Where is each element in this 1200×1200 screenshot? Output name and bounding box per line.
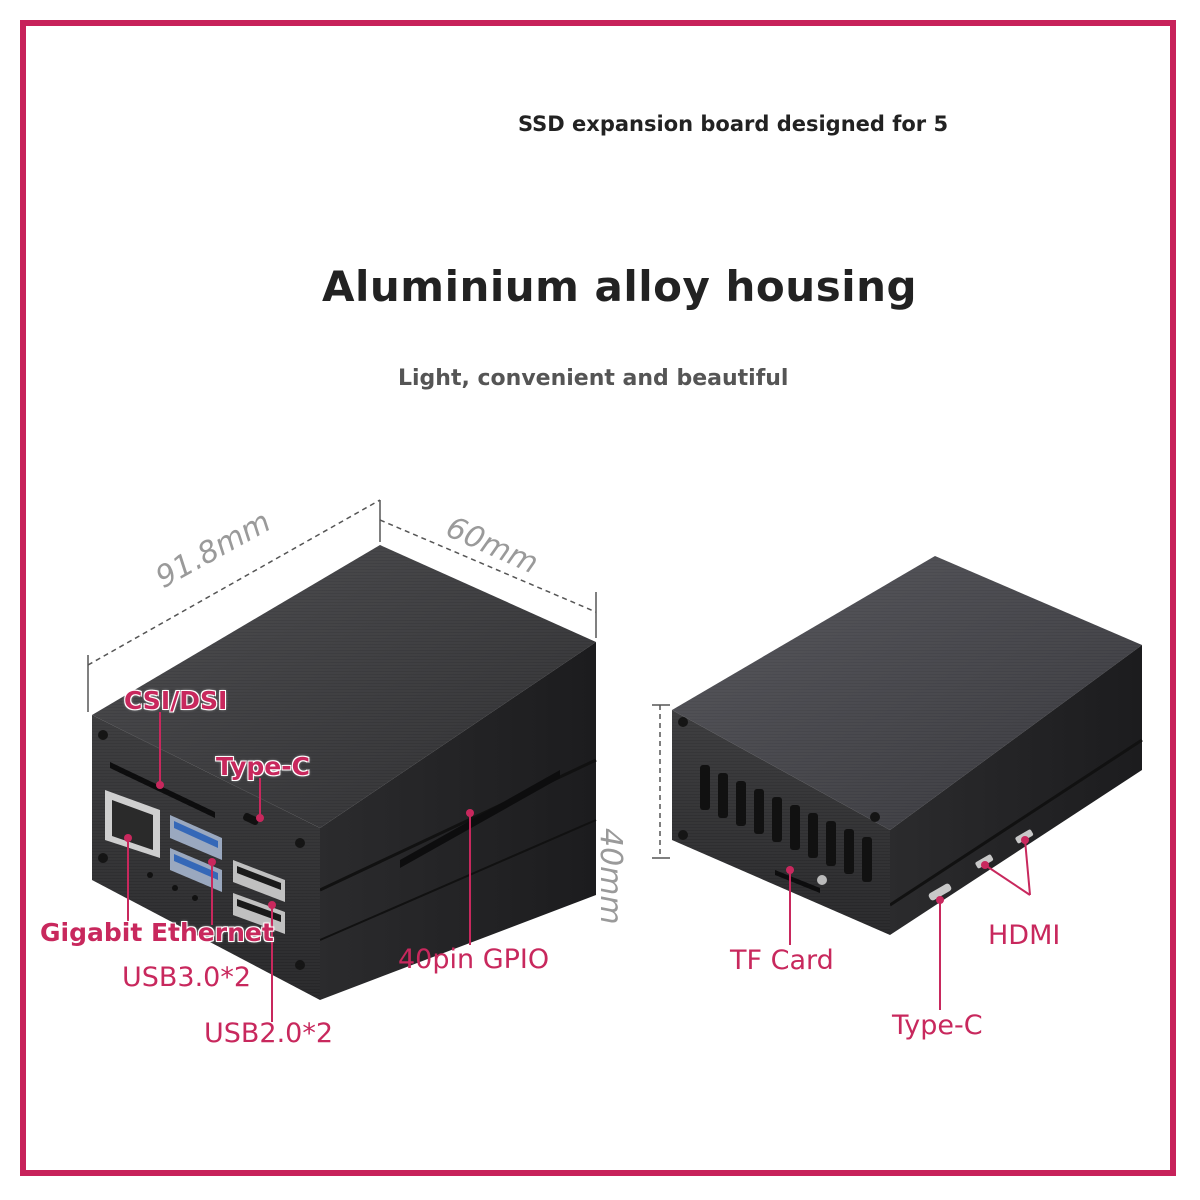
product-subtitle: SSD expansion board designed for 5 bbox=[518, 112, 949, 136]
headline: Aluminium alloy housing bbox=[322, 262, 918, 311]
screw-icon bbox=[870, 812, 880, 822]
gigabit-ethernet-label: Gigabit Ethernet bbox=[40, 918, 274, 947]
screw-icon bbox=[98, 730, 108, 740]
tagline: Light, convenient and beautiful bbox=[398, 366, 789, 391]
tf-card-slot-icon bbox=[775, 870, 820, 893]
leader-lines-left bbox=[127, 712, 471, 1022]
screw-icon bbox=[98, 853, 108, 863]
left-case bbox=[92, 545, 597, 1000]
type-c-label-left: Type-C bbox=[216, 752, 310, 781]
right-case bbox=[672, 556, 1143, 935]
gpio-label: 40pin GPIO bbox=[398, 944, 550, 975]
screw-icon bbox=[295, 960, 305, 970]
usb2-label: USB2.0*2 bbox=[204, 1018, 334, 1049]
hdmi-label: HDMI bbox=[988, 920, 1061, 951]
type-c-port-icon bbox=[243, 812, 259, 826]
type-c-label-right: Type-C bbox=[892, 1010, 983, 1041]
power-button-icon bbox=[817, 875, 827, 885]
leader-lines-right bbox=[789, 839, 1031, 1010]
screw-icon bbox=[295, 838, 305, 848]
tf-card-label: TF Card bbox=[730, 945, 834, 976]
page-frame bbox=[20, 20, 1176, 1176]
csi-dsi-label: CSI/DSI bbox=[124, 686, 228, 715]
screw-icon bbox=[678, 717, 688, 727]
leader-dots-right bbox=[786, 836, 1029, 904]
type-c-port-icon bbox=[928, 883, 952, 901]
usb3-label: USB3.0*2 bbox=[122, 962, 252, 993]
screw-icon bbox=[678, 830, 688, 840]
vent-slots bbox=[700, 765, 872, 882]
dimension-lines-right bbox=[652, 704, 670, 859]
leader-dots-left bbox=[124, 781, 474, 909]
dimension-height-label: 40mm bbox=[593, 828, 628, 925]
dimension-lines-left bbox=[87, 499, 597, 712]
